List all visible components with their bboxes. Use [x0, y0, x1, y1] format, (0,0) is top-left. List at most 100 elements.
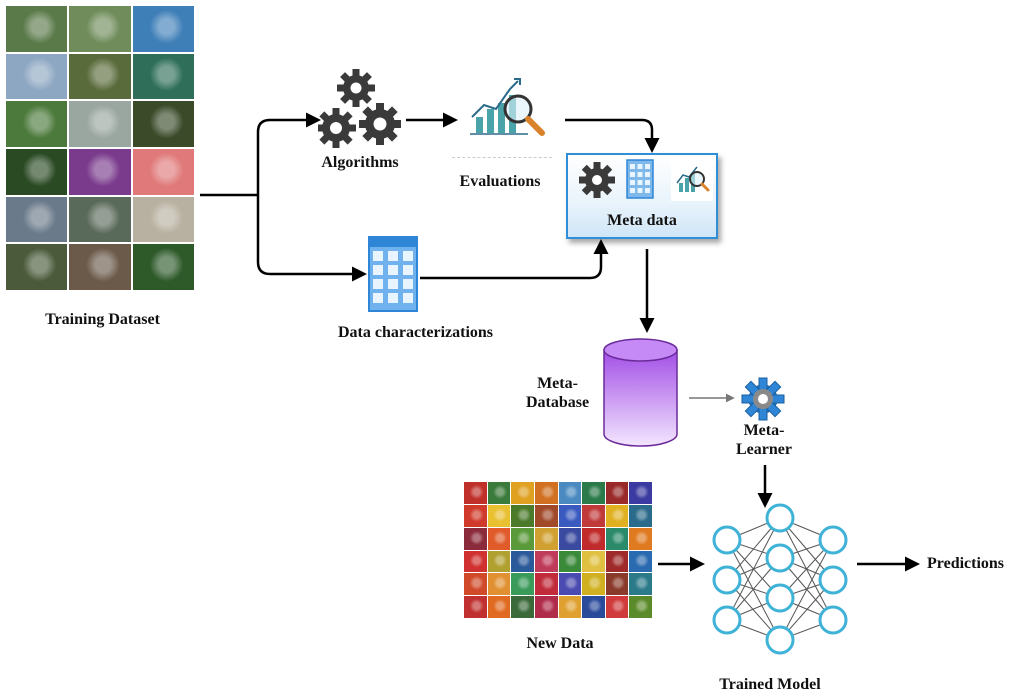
bird-photo-tile [605, 573, 629, 596]
network-edge [726, 517, 781, 621]
chart-magnifier-icon [470, 78, 545, 136]
bird-photo-tile [511, 504, 534, 527]
bird-photo-tile [558, 550, 582, 573]
bird-photo-tile [132, 101, 194, 147]
new-data-label: New Data [526, 635, 594, 652]
bird-photo-tile [511, 550, 534, 573]
network-neuron [765, 543, 795, 573]
bird-photo-tile [511, 596, 534, 618]
bird-photo-tile [605, 550, 629, 573]
bird-photo-tile [629, 527, 652, 550]
network-edge [779, 539, 834, 641]
bird-photo-tile [558, 573, 582, 596]
bird-photo-tile [487, 504, 511, 527]
bird-photo-tile [582, 504, 605, 527]
bird-photo-tile [629, 504, 652, 527]
bird-photo-tile [511, 482, 534, 504]
arrow-to-algorithms [256, 112, 321, 195]
meta-data-box: Meta data [566, 153, 718, 239]
bird-photo-tile [582, 573, 605, 596]
bird-photo-tile [69, 6, 131, 52]
bird-photo-tile [6, 149, 68, 195]
network-neuron [818, 565, 848, 595]
data-characterizations-label: Data characterizations [337, 324, 494, 341]
bird-photo-tile [605, 527, 629, 550]
training-dataset-image-grid [6, 6, 194, 290]
bird-photo-tile [582, 596, 605, 618]
bird-photo-tile [464, 573, 487, 596]
neural-network-icon [712, 503, 848, 655]
network-neuron [818, 525, 848, 555]
trained-model-label: Trained Model [719, 676, 821, 693]
evaluations-divider [452, 157, 552, 159]
network-neuron [765, 583, 795, 613]
chart-magnifier-icon [676, 166, 710, 192]
bird-photo-tile [605, 482, 629, 504]
bird-photo-tile [69, 196, 131, 243]
arrow-characterizations-to-metadata [420, 239, 609, 280]
network-edge [726, 539, 781, 641]
bird-photo-tile [534, 482, 558, 504]
arrow-to-characterizations [256, 195, 367, 282]
bird-photo-tile [558, 504, 582, 527]
bird-photo-tile [69, 101, 131, 147]
bird-photo-tile [605, 596, 629, 618]
meta-learner-label: Meta- Learner [736, 422, 792, 458]
bird-photo-tile [487, 550, 511, 573]
bird-photo-tile [629, 596, 652, 618]
table-grid-icon [626, 159, 654, 199]
evaluations-label: Evaluations [459, 173, 541, 190]
network-neuron [712, 525, 742, 555]
bird-photo-tile [464, 504, 487, 527]
bird-photo-tile [132, 196, 194, 243]
learner-gear-icon [741, 377, 785, 421]
meta-database-label: Meta- Database [525, 375, 590, 411]
bird-photo-tile [511, 527, 534, 550]
bird-photo-tile [534, 573, 558, 596]
bird-photo-tile [582, 482, 605, 504]
bird-photo-tile [582, 550, 605, 573]
training-dataset-label: Training Dataset [45, 311, 160, 328]
bird-photo-tile [534, 504, 558, 527]
bird-photo-tile [629, 573, 652, 596]
bird-photo-tile [558, 596, 582, 618]
bird-photo-tile [558, 527, 582, 550]
bird-photo-tile [605, 504, 629, 527]
gear-icon [579, 162, 615, 198]
predictions-label: Predictions [927, 555, 1005, 572]
arrow-evaluations-to-metadata [565, 118, 660, 153]
bird-photo-tile [534, 527, 558, 550]
bird-photo-tile [69, 244, 131, 290]
bird-photo-tile [629, 482, 652, 504]
bird-photo-tile [464, 527, 487, 550]
network-neuron [765, 503, 795, 533]
bird-photo-tile [132, 149, 194, 195]
bird-photo-tile [582, 527, 605, 550]
bird-photo-tile [511, 573, 534, 596]
bird-photo-tile [558, 482, 582, 504]
network-neuron [765, 625, 795, 655]
network-neuron [712, 565, 742, 595]
bird-photo-tile [464, 482, 487, 504]
algorithms-label: Algorithms [321, 154, 399, 171]
database-icon [603, 338, 678, 447]
bird-photo-tile [132, 53, 194, 100]
bird-photo-tile [132, 244, 194, 290]
network-neuron [818, 605, 848, 635]
bird-photo-tile [487, 596, 511, 618]
bird-photo-tile [6, 244, 68, 290]
bird-photo-tile [6, 6, 68, 52]
bird-photo-tile [534, 550, 558, 573]
bird-photo-tile [132, 6, 194, 52]
bird-photo-tile [487, 573, 511, 596]
bird-photo-tile [6, 101, 68, 147]
bird-photo-tile [464, 596, 487, 618]
bird-photo-tile [6, 53, 68, 100]
new-data-image-grid [464, 482, 652, 618]
bird-photo-tile [69, 53, 131, 100]
network-neuron [712, 605, 742, 635]
bird-photo-tile [464, 550, 487, 573]
bird-photo-tile [487, 482, 511, 504]
bird-photo-tile [69, 149, 131, 195]
bird-photo-tile [487, 527, 511, 550]
